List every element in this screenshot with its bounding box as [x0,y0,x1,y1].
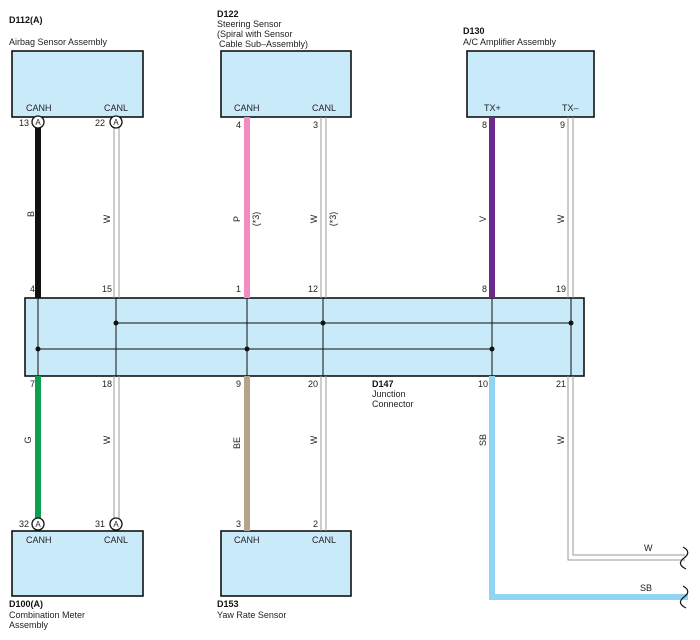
pin-num: 3 [313,120,318,130]
d147-name-line1: Junction [372,389,406,399]
pin-num: 32 [19,519,29,529]
wire-color-label: W [556,435,566,444]
connector-marker-d112-canh: A [31,115,45,129]
connector-marker-d100-canh: A [31,517,45,531]
d112-box [11,50,144,118]
d147-junction-box [24,297,585,377]
wire-color-label: W [309,435,319,444]
d153-pin-canl: CANL [312,535,336,545]
pin-num: 8 [482,284,487,294]
pin-num: 8 [482,120,487,130]
pin-num: 1 [236,284,241,294]
wire-color-label: B [26,211,36,217]
note-label: (*3) [328,212,338,227]
wire-color-label: BE [232,437,242,449]
wire-color-label: P [232,216,242,222]
d122-name-line3: Cable Sub–Assembly) [219,39,308,49]
pin-num: 19 [556,284,566,294]
svg-text:A: A [35,118,41,127]
pin-num: 9 [236,379,241,389]
wire-color-label: V [478,216,488,222]
note-label: (*3) [251,212,261,227]
d122-pin-canl: CANL [312,103,336,113]
pin-num: 31 [95,519,105,529]
d112-code: D112(A) [9,15,43,25]
d130-pin-txm: TX– [562,103,579,113]
connector-marker-d112-canl: A [109,115,123,129]
d147-name-line2: Connector [372,399,414,409]
wire-outgoing-w-b [572,376,685,556]
wire-color-label: W [309,214,319,223]
d100-code: D100(A) [9,599,43,609]
junction-nodes [35,320,574,352]
d130-pin-txp: TX+ [484,103,501,113]
pin-num: 7 [30,379,35,389]
d122-box [220,50,352,118]
wire-outgoing-sb [489,376,688,600]
outgoing-sb-label: SB [640,583,652,593]
break-mark-w [679,546,689,570]
pin-num: 22 [95,118,105,128]
pin-num: 9 [560,120,565,130]
wire-color-label: SB [478,434,488,446]
d100-name-line1: Combination Meter [9,610,85,620]
d112-name: Airbag Sensor Assembly [9,37,108,47]
pin-num: 4 [236,120,241,130]
d153-box [220,530,352,597]
pin-num: 4 [30,284,35,294]
d122-code: D122 [217,9,239,19]
d122-name-line1: Steering Sensor [217,19,282,29]
connector-marker-d100-canl: A [109,517,123,531]
wire-color-label: W [556,214,566,223]
svg-text:A: A [113,118,119,127]
d100-box [11,530,144,597]
pin-num: 15 [102,284,112,294]
pin-num: 12 [308,284,318,294]
svg-text:A: A [35,520,41,529]
wire-color-label: W [102,435,112,444]
pin-num: 2 [313,519,318,529]
d153-pin-canh: CANH [234,535,260,545]
d130-box [466,50,595,118]
d122-pin-canh: CANH [234,103,260,113]
junction-internal-lines [37,298,572,376]
outgoing-w-label: W [644,543,653,553]
d100-name-line2: Assembly [9,620,49,630]
d130-name: A/C Amplifier Assembly [463,37,557,47]
wire-outgoing-w-a [567,376,685,561]
wire-color-label: G [23,436,33,443]
pin-num: 20 [308,379,318,389]
pin-num: 18 [102,379,112,389]
d100-pin-canl: CANL [104,535,128,545]
pin-num: 13 [19,118,29,128]
d112-pin-canh: CANH [26,103,52,113]
svg-text:A: A [113,520,119,529]
pin-num: 3 [236,519,241,529]
pin-num: 10 [478,379,488,389]
d100-pin-canh: CANH [26,535,52,545]
wire-color-label: W [102,214,112,223]
d112-pin-canl: CANL [104,103,128,113]
d153-code: D153 [217,599,239,609]
d130-code: D130 [463,26,485,36]
d147-code: D147 [372,379,394,389]
d122-name-line2: (Spiral with Sensor [217,29,293,39]
pin-num: 21 [556,379,566,389]
d153-name: Yaw Rate Sensor [217,610,286,620]
break-mark-sb [679,585,689,609]
